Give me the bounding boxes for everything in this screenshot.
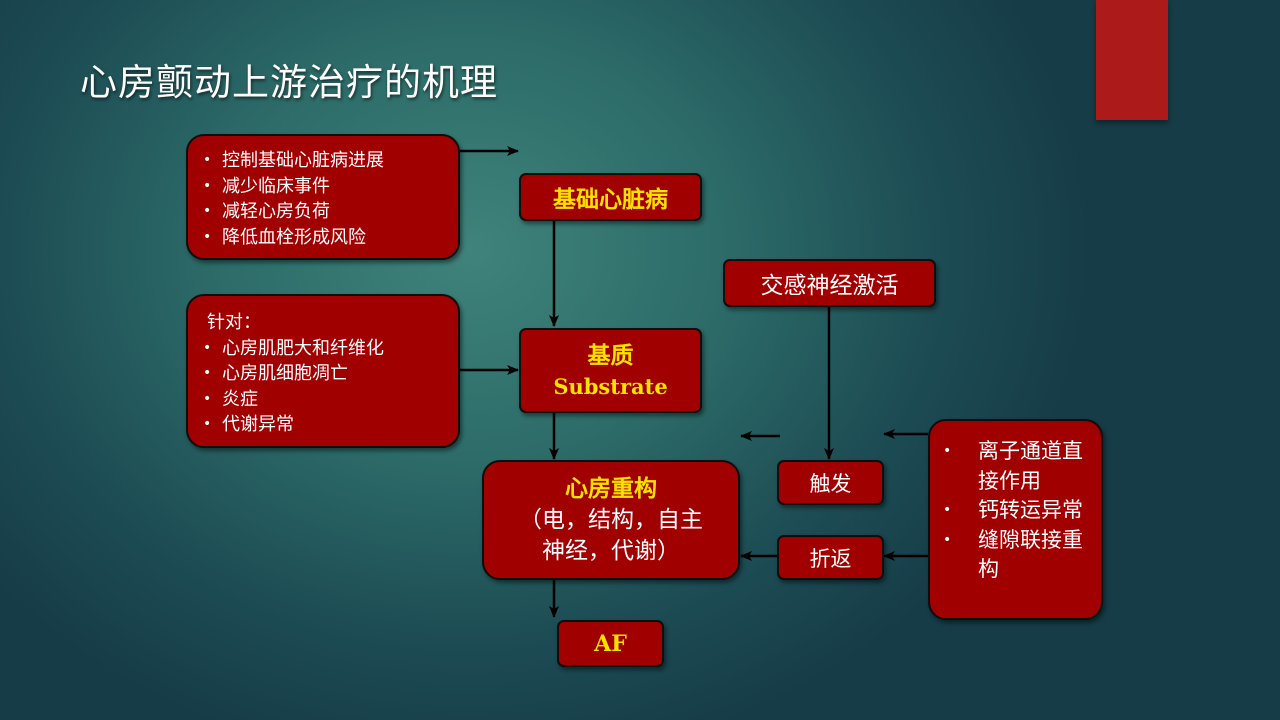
- target-item: 心房肌肥大和纤维化: [190, 336, 452, 362]
- af-node: AF: [557, 620, 664, 667]
- target-item: 心房肌细胞凋亡: [190, 361, 452, 387]
- sympathetic-label: 交感神经激活: [760, 273, 899, 299]
- af-label: AF: [594, 630, 627, 657]
- reentry-node: 折返: [777, 535, 884, 580]
- mechanism-item: 钙转运异常: [930, 496, 1095, 526]
- substrate-label: 基质: [587, 342, 634, 369]
- atrial-remodeling-node: 心房重构 （电，结构，自主 神经，代谢）: [482, 460, 740, 580]
- remodeling-title: 心房重构: [565, 475, 657, 502]
- target-heading: 针对：: [207, 312, 261, 333]
- target-item: 炎症: [190, 387, 452, 413]
- trigger-node: 触发: [777, 460, 884, 505]
- target-box: 针对： 心房肌肥大和纤维化 心房肌细胞凋亡 炎症 代谢异常: [186, 294, 460, 448]
- slide-title: 心房颤动上游治疗的机理: [80, 61, 498, 104]
- remodeling-detail-1: （电，结构，自主: [519, 506, 703, 533]
- mechanism-item: 离子通道直接作用: [930, 437, 1095, 496]
- trigger-label: 触发: [809, 471, 852, 496]
- control-goal-item: 减少临床事件: [190, 174, 452, 200]
- sympathetic-node: 交感神经激活: [723, 259, 936, 307]
- mechanisms-box: 离子通道直接作用 钙转运异常 缝隙联接重构: [928, 419, 1103, 620]
- control-goal-item: 控制基础心脏病进展: [190, 148, 452, 174]
- substrate-node: 基质 Substrate: [519, 328, 702, 413]
- control-goal-item: 减轻心房负荷: [190, 199, 452, 225]
- control-goals-box: 控制基础心脏病进展 减少临床事件 减轻心房负荷 降低血栓形成风险: [186, 134, 460, 260]
- base-disease-node: 基础心脏病: [519, 173, 702, 221]
- mechanism-item: 缝隙联接重构: [930, 526, 1095, 585]
- base-disease-label: 基础心脏病: [553, 187, 668, 213]
- accent-bar: [1096, 0, 1168, 120]
- target-item: 代谢异常: [190, 412, 452, 438]
- control-goal-item: 降低血栓形成风险: [190, 225, 452, 251]
- reentry-label: 折返: [809, 546, 852, 571]
- substrate-label-en: Substrate: [553, 373, 668, 399]
- remodeling-detail-2: 神经，代谢）: [542, 537, 680, 564]
